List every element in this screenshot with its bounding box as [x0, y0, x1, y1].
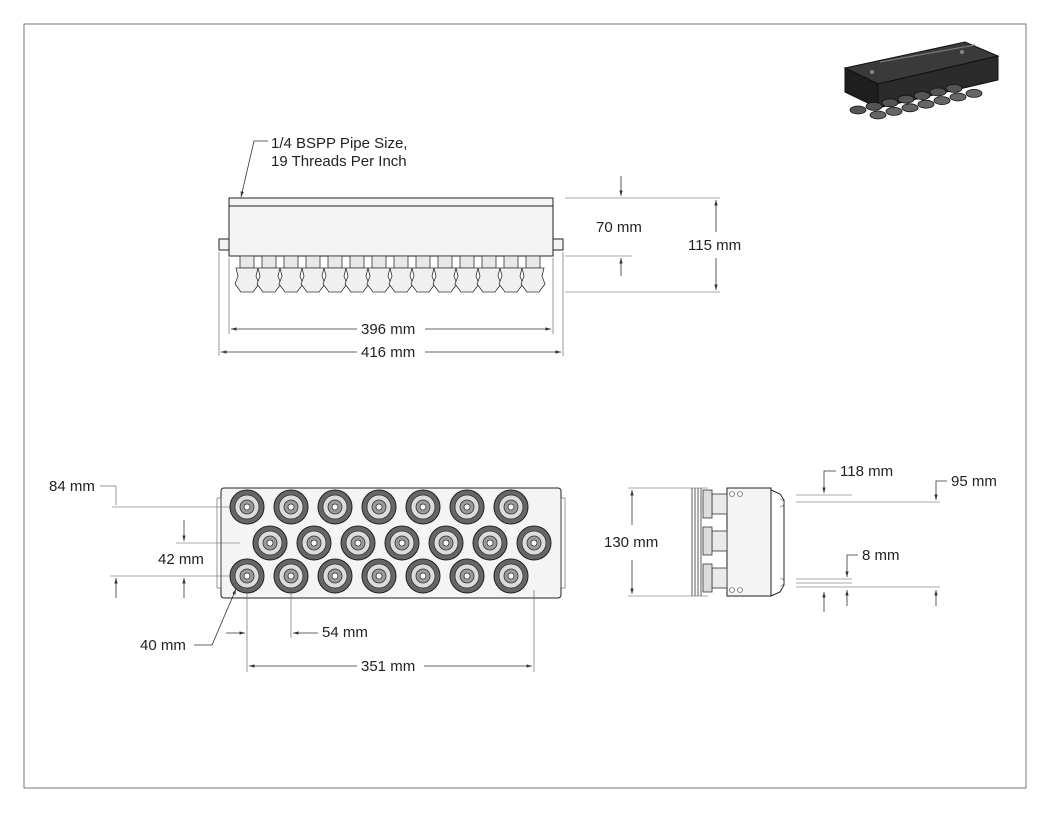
- iso-cup: [849, 105, 887, 120]
- suction-cup: [449, 558, 485, 594]
- suction-cup: [340, 525, 376, 561]
- suction-cup: [361, 489, 397, 525]
- dim-351: 351 mm: [361, 658, 415, 675]
- dim-40: 40 mm: [140, 637, 186, 654]
- suction-cup: [405, 558, 441, 594]
- front-cup: [520, 255, 546, 293]
- suction-cup: [229, 489, 265, 525]
- suction-cup: [472, 525, 508, 561]
- bottom-cups: [229, 489, 552, 594]
- suction-cup: [384, 525, 420, 561]
- front-cup: [322, 255, 348, 293]
- dim-118: 118 mm: [840, 463, 893, 480]
- front-cup: [388, 255, 414, 293]
- side-cup: [702, 563, 728, 593]
- side-cup-lips: [691, 488, 702, 596]
- dim-84: 84 mm: [49, 478, 95, 495]
- front-view: 1/4 BSPP Pipe Size, 19 Threads Per Inch …: [218, 135, 741, 361]
- note-line-1: 1/4 BSPP Pipe Size,: [271, 135, 407, 152]
- front-cup: [410, 255, 436, 293]
- dim-115: 115 mm: [688, 237, 741, 254]
- front-cup: [366, 255, 392, 293]
- suction-cup: [405, 489, 441, 525]
- dim-95: 95 mm: [951, 473, 997, 490]
- iso-cup: [865, 102, 903, 116]
- dim-70: 70 mm: [596, 219, 642, 236]
- suction-cup: [493, 489, 529, 525]
- dim-130: 130 mm: [604, 534, 658, 551]
- front-cups: [234, 255, 546, 293]
- iso-cup: [881, 98, 919, 113]
- dim-8: 8 mm: [862, 547, 900, 564]
- iso-cup: [913, 91, 951, 105]
- suction-cup: [317, 558, 353, 594]
- dim-396: 396 mm: [361, 321, 415, 338]
- isometric-view: [843, 41, 1000, 120]
- note-line-2: 19 Threads Per Inch: [271, 153, 407, 170]
- iso-cup: [945, 84, 983, 98]
- dim-42: 42 mm: [158, 551, 204, 568]
- front-cup: [344, 255, 370, 293]
- front-cup: [234, 255, 260, 293]
- suction-cup: [361, 558, 397, 594]
- suction-cup: [317, 489, 353, 525]
- suction-cup: [493, 558, 529, 594]
- iso-cup: [897, 94, 935, 109]
- bottom-view: 84 mm 42 mm 40 mm 54 mm 351 mm: [49, 478, 566, 675]
- suction-cup: [449, 489, 485, 525]
- iso-cups: [849, 84, 983, 120]
- front-cup: [454, 255, 480, 293]
- suction-cup: [296, 525, 332, 561]
- suction-cup: [428, 525, 464, 561]
- suction-cup: [273, 489, 309, 525]
- front-cup: [278, 255, 304, 293]
- side-cups: [691, 488, 728, 596]
- side-view: 130 mm 118 mm 95 mm 8 mm: [604, 463, 997, 612]
- front-cup: [256, 255, 282, 293]
- front-cup: [432, 255, 458, 293]
- iso-cup: [929, 87, 967, 102]
- suction-cup: [229, 558, 265, 594]
- suction-cup: [273, 558, 309, 594]
- suction-cup: [516, 525, 552, 561]
- side-cup: [702, 489, 728, 519]
- front-cup: [476, 255, 502, 293]
- front-cup: [498, 255, 524, 293]
- side-cup: [702, 526, 728, 556]
- sheet-border: [23, 23, 1027, 789]
- dim-416: 416 mm: [361, 344, 415, 361]
- dim-54: 54 mm: [322, 624, 368, 641]
- suction-cup: [252, 525, 288, 561]
- front-cup: [300, 255, 326, 293]
